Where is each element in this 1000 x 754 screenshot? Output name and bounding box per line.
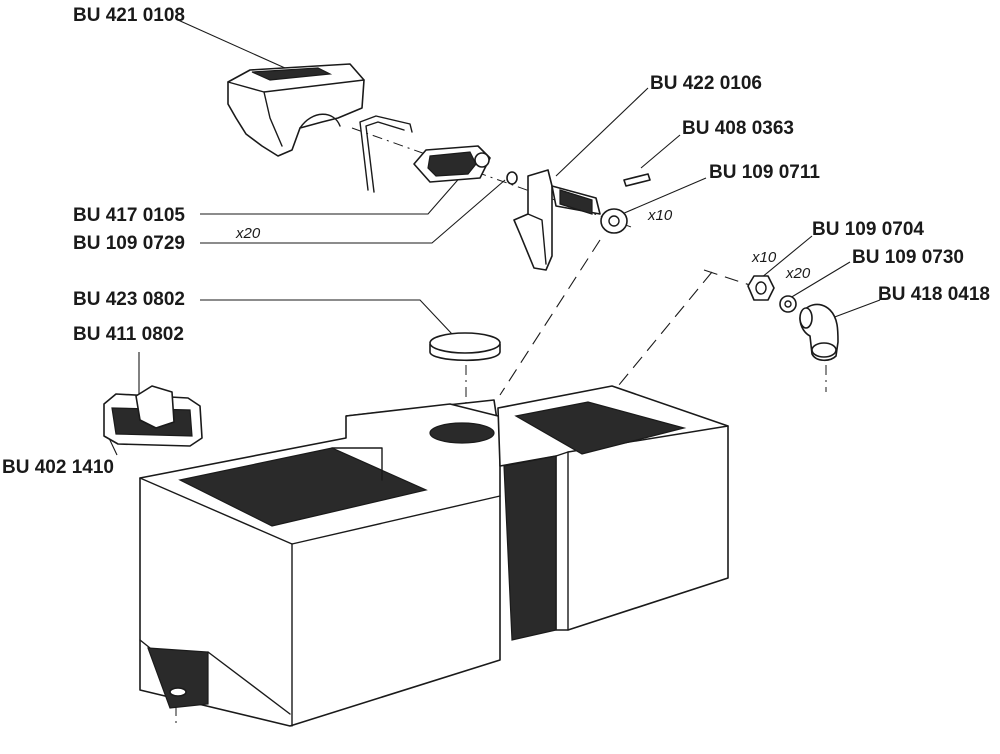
leader-elbow: [831, 299, 881, 319]
label-pin: BU 408 0363: [682, 118, 794, 139]
elbow-part: [799, 303, 839, 362]
leader-valve-body: [200, 165, 471, 215]
leader-float-valve: [555, 87, 649, 177]
leader-nut: [760, 235, 813, 279]
label-nut-washer: BU 109 0730: [852, 247, 964, 268]
leader-cover: [177, 19, 286, 69]
qty-washer-large: x10: [648, 207, 673, 224]
cover-part: [227, 63, 365, 157]
label-drain-assembly: BU 411 0802: [73, 324, 184, 345]
axis-valve-to-tank: [499, 239, 601, 396]
pin-part: [623, 173, 651, 187]
nut-part: [747, 275, 775, 301]
nut-washer-part: [779, 295, 797, 313]
label-elbow: BU 418 0418: [878, 284, 990, 305]
float-valve-part: [513, 169, 601, 271]
leader-small-washer: [200, 179, 506, 244]
leader-washer-large: [621, 177, 707, 215]
drain-assembly-part: [103, 385, 203, 447]
small-washer-part: [506, 171, 518, 185]
qty-nut: x10: [752, 249, 777, 266]
wire-clip-part: [359, 115, 413, 193]
valve-body-part: [413, 145, 491, 183]
qty-small-washer: x20: [236, 225, 261, 242]
label-cover: BU 421 0108: [73, 5, 185, 26]
plug-disc-part: [429, 332, 501, 362]
label-float-valve: BU 422 0106: [650, 73, 762, 94]
label-plug-disc: BU 423 0802: [73, 289, 185, 310]
label-washer-large: BU 109 0711: [709, 162, 820, 183]
washer-large-part: [600, 208, 628, 234]
qty-nut-washer: x20: [786, 265, 811, 282]
leader-plug-disc: [200, 299, 453, 335]
label-valve-body: BU 417 0105: [73, 205, 185, 226]
leader-lines: [107, 19, 881, 456]
label-nut: BU 109 0704: [812, 219, 924, 240]
axis-elbow-to-tank: [599, 271, 713, 409]
leader-nut-washer: [789, 261, 851, 299]
trough-part: [139, 385, 729, 727]
label-drain-plate: BU 402 1410: [2, 457, 114, 478]
label-small-washer: BU 109 0729: [73, 233, 185, 254]
leader-pin: [640, 134, 681, 169]
